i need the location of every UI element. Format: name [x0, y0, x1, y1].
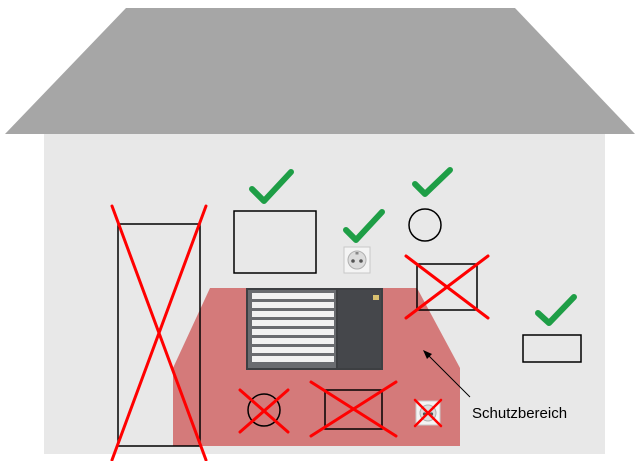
protection-zone-label: Schutzbereich	[472, 405, 567, 422]
socket-not-allowed	[415, 400, 441, 426]
house-roof	[5, 8, 635, 134]
heat-pump-unit	[246, 288, 383, 370]
